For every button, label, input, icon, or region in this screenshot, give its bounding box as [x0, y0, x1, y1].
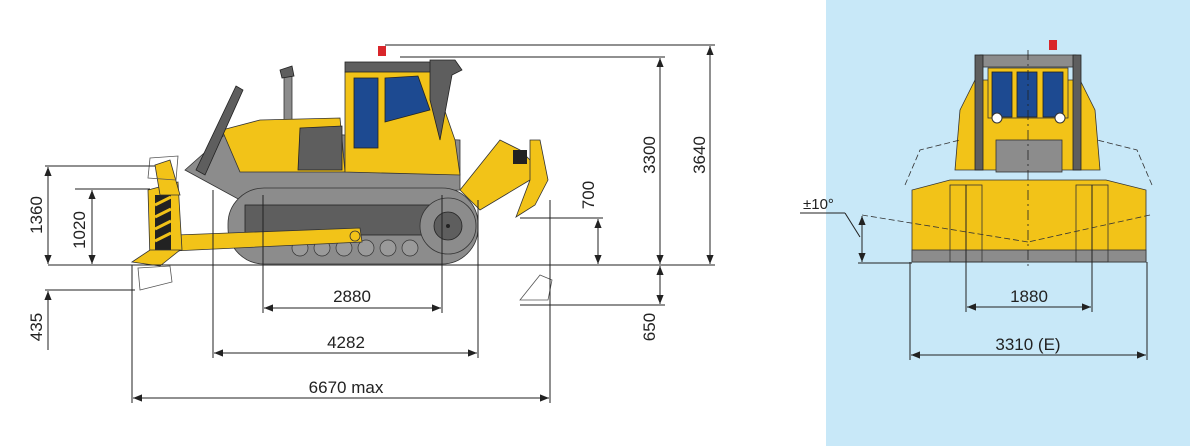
front-view-dimension-lines [800, 185, 1148, 360]
dim-overall-length: 6670 max [309, 378, 384, 397]
dim-height-beacon: 3640 [690, 136, 709, 174]
dim-blade-width: 3310 (E) [995, 335, 1060, 354]
dim-track-length: 2880 [333, 287, 371, 306]
beacon-light-icon [378, 46, 386, 56]
dim-track-overall: 4282 [327, 333, 365, 352]
front-beacon-light-icon [1049, 40, 1057, 50]
bulldozer-front-view [861, 40, 1153, 270]
dim-height-cab: 3300 [640, 136, 659, 174]
dim-blade-tilt: ±10° [803, 196, 834, 213]
dim-ripper-depth: 650 [640, 313, 659, 341]
dim-blade-drop: 435 [27, 313, 46, 341]
dim-ripper-lift: 700 [579, 181, 598, 209]
dim-track-gauge: 1880 [1010, 287, 1048, 306]
bulldozer-side-view [130, 46, 553, 301]
dim-blade-lift: 1020 [70, 211, 89, 249]
side-view-dimension-lines [44, 44, 715, 403]
dim-blade-lift-max: 1360 [27, 196, 46, 234]
